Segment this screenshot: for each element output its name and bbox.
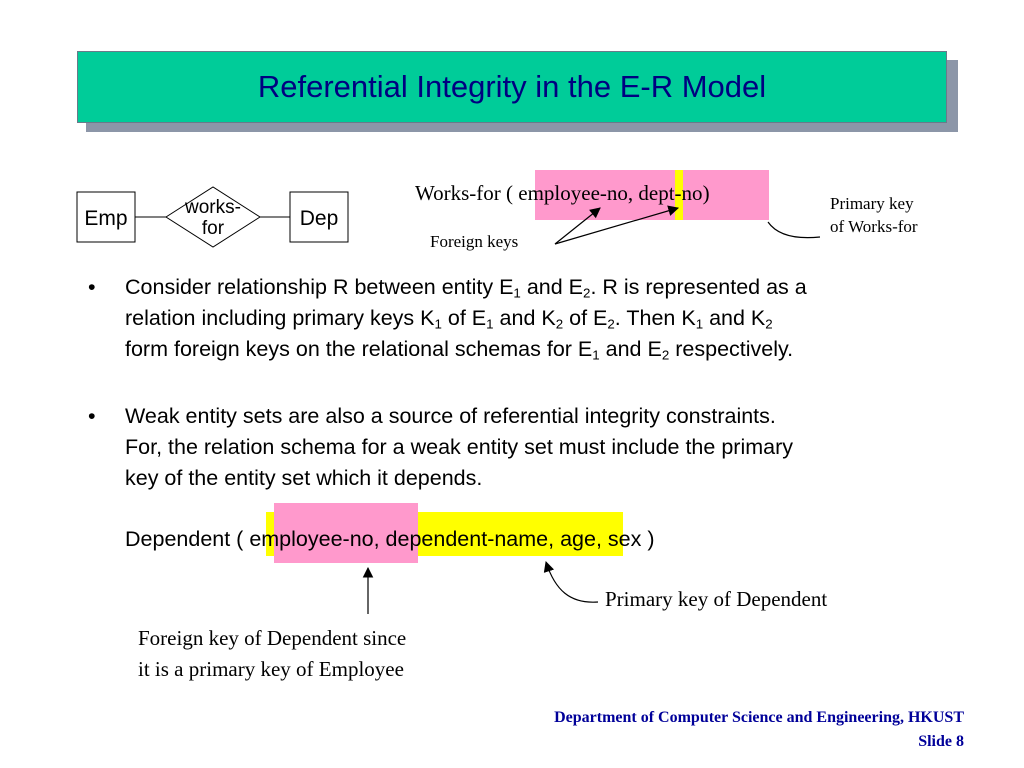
bullet-2-line-1: Weak entity sets are also a source of re…: [125, 404, 776, 428]
dependent-primary-key-arrow: [543, 560, 599, 603]
relationship-label-line2: for: [202, 218, 225, 239]
bullet-2-line-3: key of the entity set which it depends.: [125, 466, 483, 490]
works-for-suffix: ): [702, 181, 710, 205]
dependent-foreign-key-highlight: [274, 503, 418, 563]
title-banner: Referential Integrity in the E-R Model: [77, 51, 947, 123]
slide-title: Referential Integrity in the E-R Model: [257, 69, 767, 104]
works-for-primary-key-curve: [767, 221, 821, 239]
bullet-1-line-3: form foreign keys on the relational sche…: [125, 337, 794, 363]
footer-slide-number: Slide 8: [918, 733, 964, 750]
entity-dep-box: [289, 191, 349, 243]
works-for-key-employee-no: employee-no: [518, 181, 628, 205]
works-for-comma: ,: [627, 181, 634, 205]
works-for-dept-no-highlight: [683, 170, 769, 220]
relationship-label-line1: works-: [184, 197, 241, 218]
bullet-1-line-1: Consider relationship R between entity E…: [125, 275, 807, 301]
dependent-primary-key-label: Primary key of Dependent: [605, 587, 828, 611]
dependent-key-dependent-name: , dependent-name: [373, 527, 549, 551]
works-for-prefix: Works-for (: [415, 181, 519, 205]
works-for-gap-highlight: [675, 170, 683, 220]
bullet-1-symbol: •: [88, 275, 96, 299]
er-diagram: Emp works- for Dep: [76, 186, 349, 248]
works-for-employee-no-highlight: [535, 170, 675, 220]
bullet-2-line-2: For, the relation schema for a weak enti…: [125, 435, 793, 459]
foreign-key-arrow-2: [554, 207, 601, 245]
footer: Department of Computer Science and Engin…: [554, 706, 964, 754]
works-for-key-dept-no: dept-no: [633, 181, 703, 205]
bullet-1-line-2: relation including primary keys K1 of E1…: [125, 306, 773, 332]
dependent-relation: Dependent ( employee-no, dependent-name,…: [125, 524, 655, 554]
footer-department: Department of Computer Science and Engin…: [554, 709, 964, 726]
works-for-relation: Works-for ( employee-no, dept-no): [415, 180, 710, 206]
foreign-keys-label: Foreign keys: [430, 232, 519, 251]
works-for-primary-key-label: Primary key of Works-for: [830, 194, 918, 236]
entity-dep-label: Dep: [300, 207, 339, 230]
dependent-suffix: , age, sex ): [548, 527, 655, 551]
foreign-key-arrow-1: [554, 205, 680, 245]
dependent-key-employee-no: employee-no: [249, 527, 374, 551]
dependent-prefix: Dependent (: [125, 527, 250, 551]
dependent-foreign-key-label: Foreign key of Dependent since it is a p…: [138, 626, 407, 681]
bullet-2-symbol: •: [88, 404, 96, 428]
entity-emp-label: Emp: [84, 207, 127, 230]
